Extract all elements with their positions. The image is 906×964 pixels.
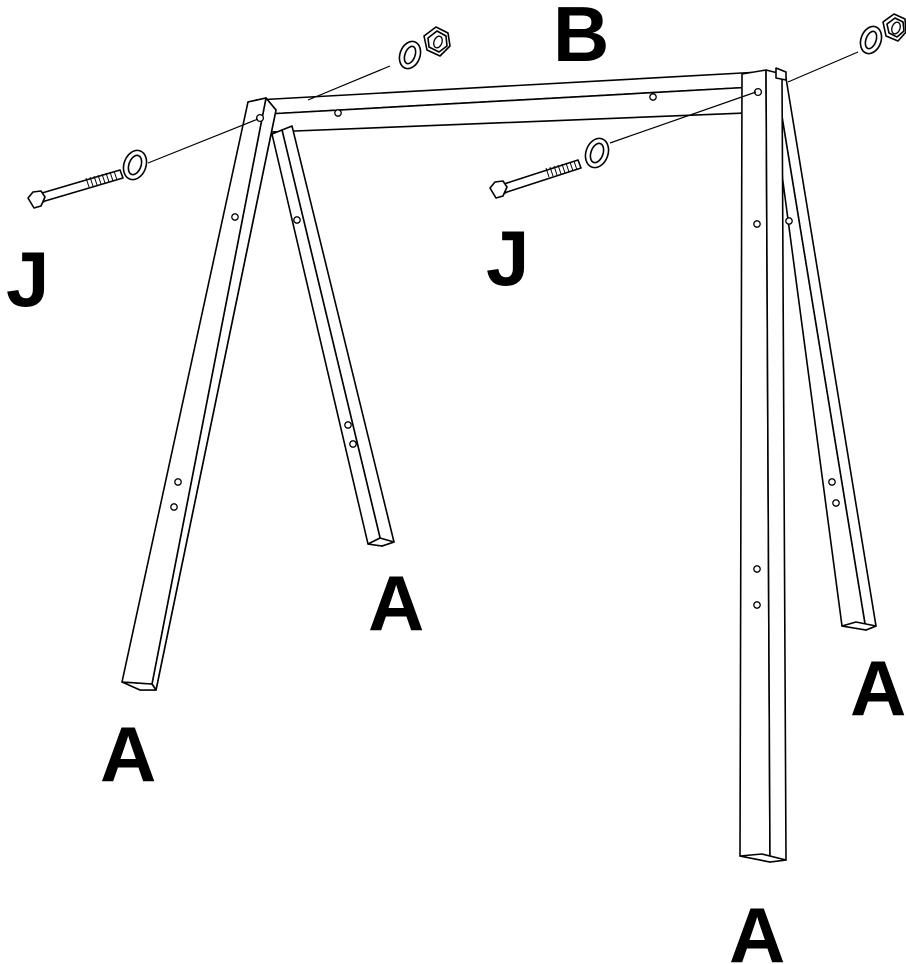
bolt-label-right: J bbox=[486, 214, 529, 302]
leg-hole bbox=[293, 216, 301, 224]
leg-label-front-right: A bbox=[729, 891, 785, 964]
nut-icon bbox=[882, 13, 906, 42]
washer-icon bbox=[122, 149, 148, 181]
leg-front-left bbox=[121, 97, 277, 691]
bolt-hole-left bbox=[255, 113, 265, 123]
bolt-icon bbox=[27, 169, 124, 209]
bolt-set-left bbox=[27, 26, 451, 209]
leg-hole bbox=[753, 220, 761, 228]
leg-label-front-left: A bbox=[100, 710, 156, 798]
leg-hole bbox=[785, 217, 793, 225]
washer-icon bbox=[584, 137, 610, 169]
leg-hole bbox=[828, 478, 836, 486]
leg-hole bbox=[174, 478, 182, 486]
leg-hole bbox=[349, 440, 357, 448]
leg-back-right bbox=[769, 77, 877, 631]
washer-icon bbox=[859, 25, 883, 55]
leg-label-back-right: A bbox=[850, 644, 906, 732]
leg-hole bbox=[753, 601, 761, 609]
bolt-label-left: J bbox=[6, 235, 49, 323]
beam-hole bbox=[649, 93, 657, 101]
bolt-icon bbox=[489, 159, 582, 199]
leg-label-back-left: A bbox=[368, 559, 424, 647]
nut-icon bbox=[423, 26, 451, 57]
beam-label: B bbox=[553, 0, 609, 78]
beam-hole bbox=[334, 109, 342, 117]
leg-back-left bbox=[271, 125, 395, 547]
leg-hole bbox=[344, 421, 352, 429]
leg-hole bbox=[832, 499, 840, 507]
leg-hole bbox=[170, 503, 178, 511]
leg-hole bbox=[753, 565, 761, 573]
leg-front-right bbox=[739, 67, 787, 863]
washer-icon bbox=[398, 40, 422, 70]
bolt-set-right bbox=[489, 13, 906, 199]
top-beam-b bbox=[255, 71, 773, 133]
leg-hole bbox=[231, 213, 239, 221]
